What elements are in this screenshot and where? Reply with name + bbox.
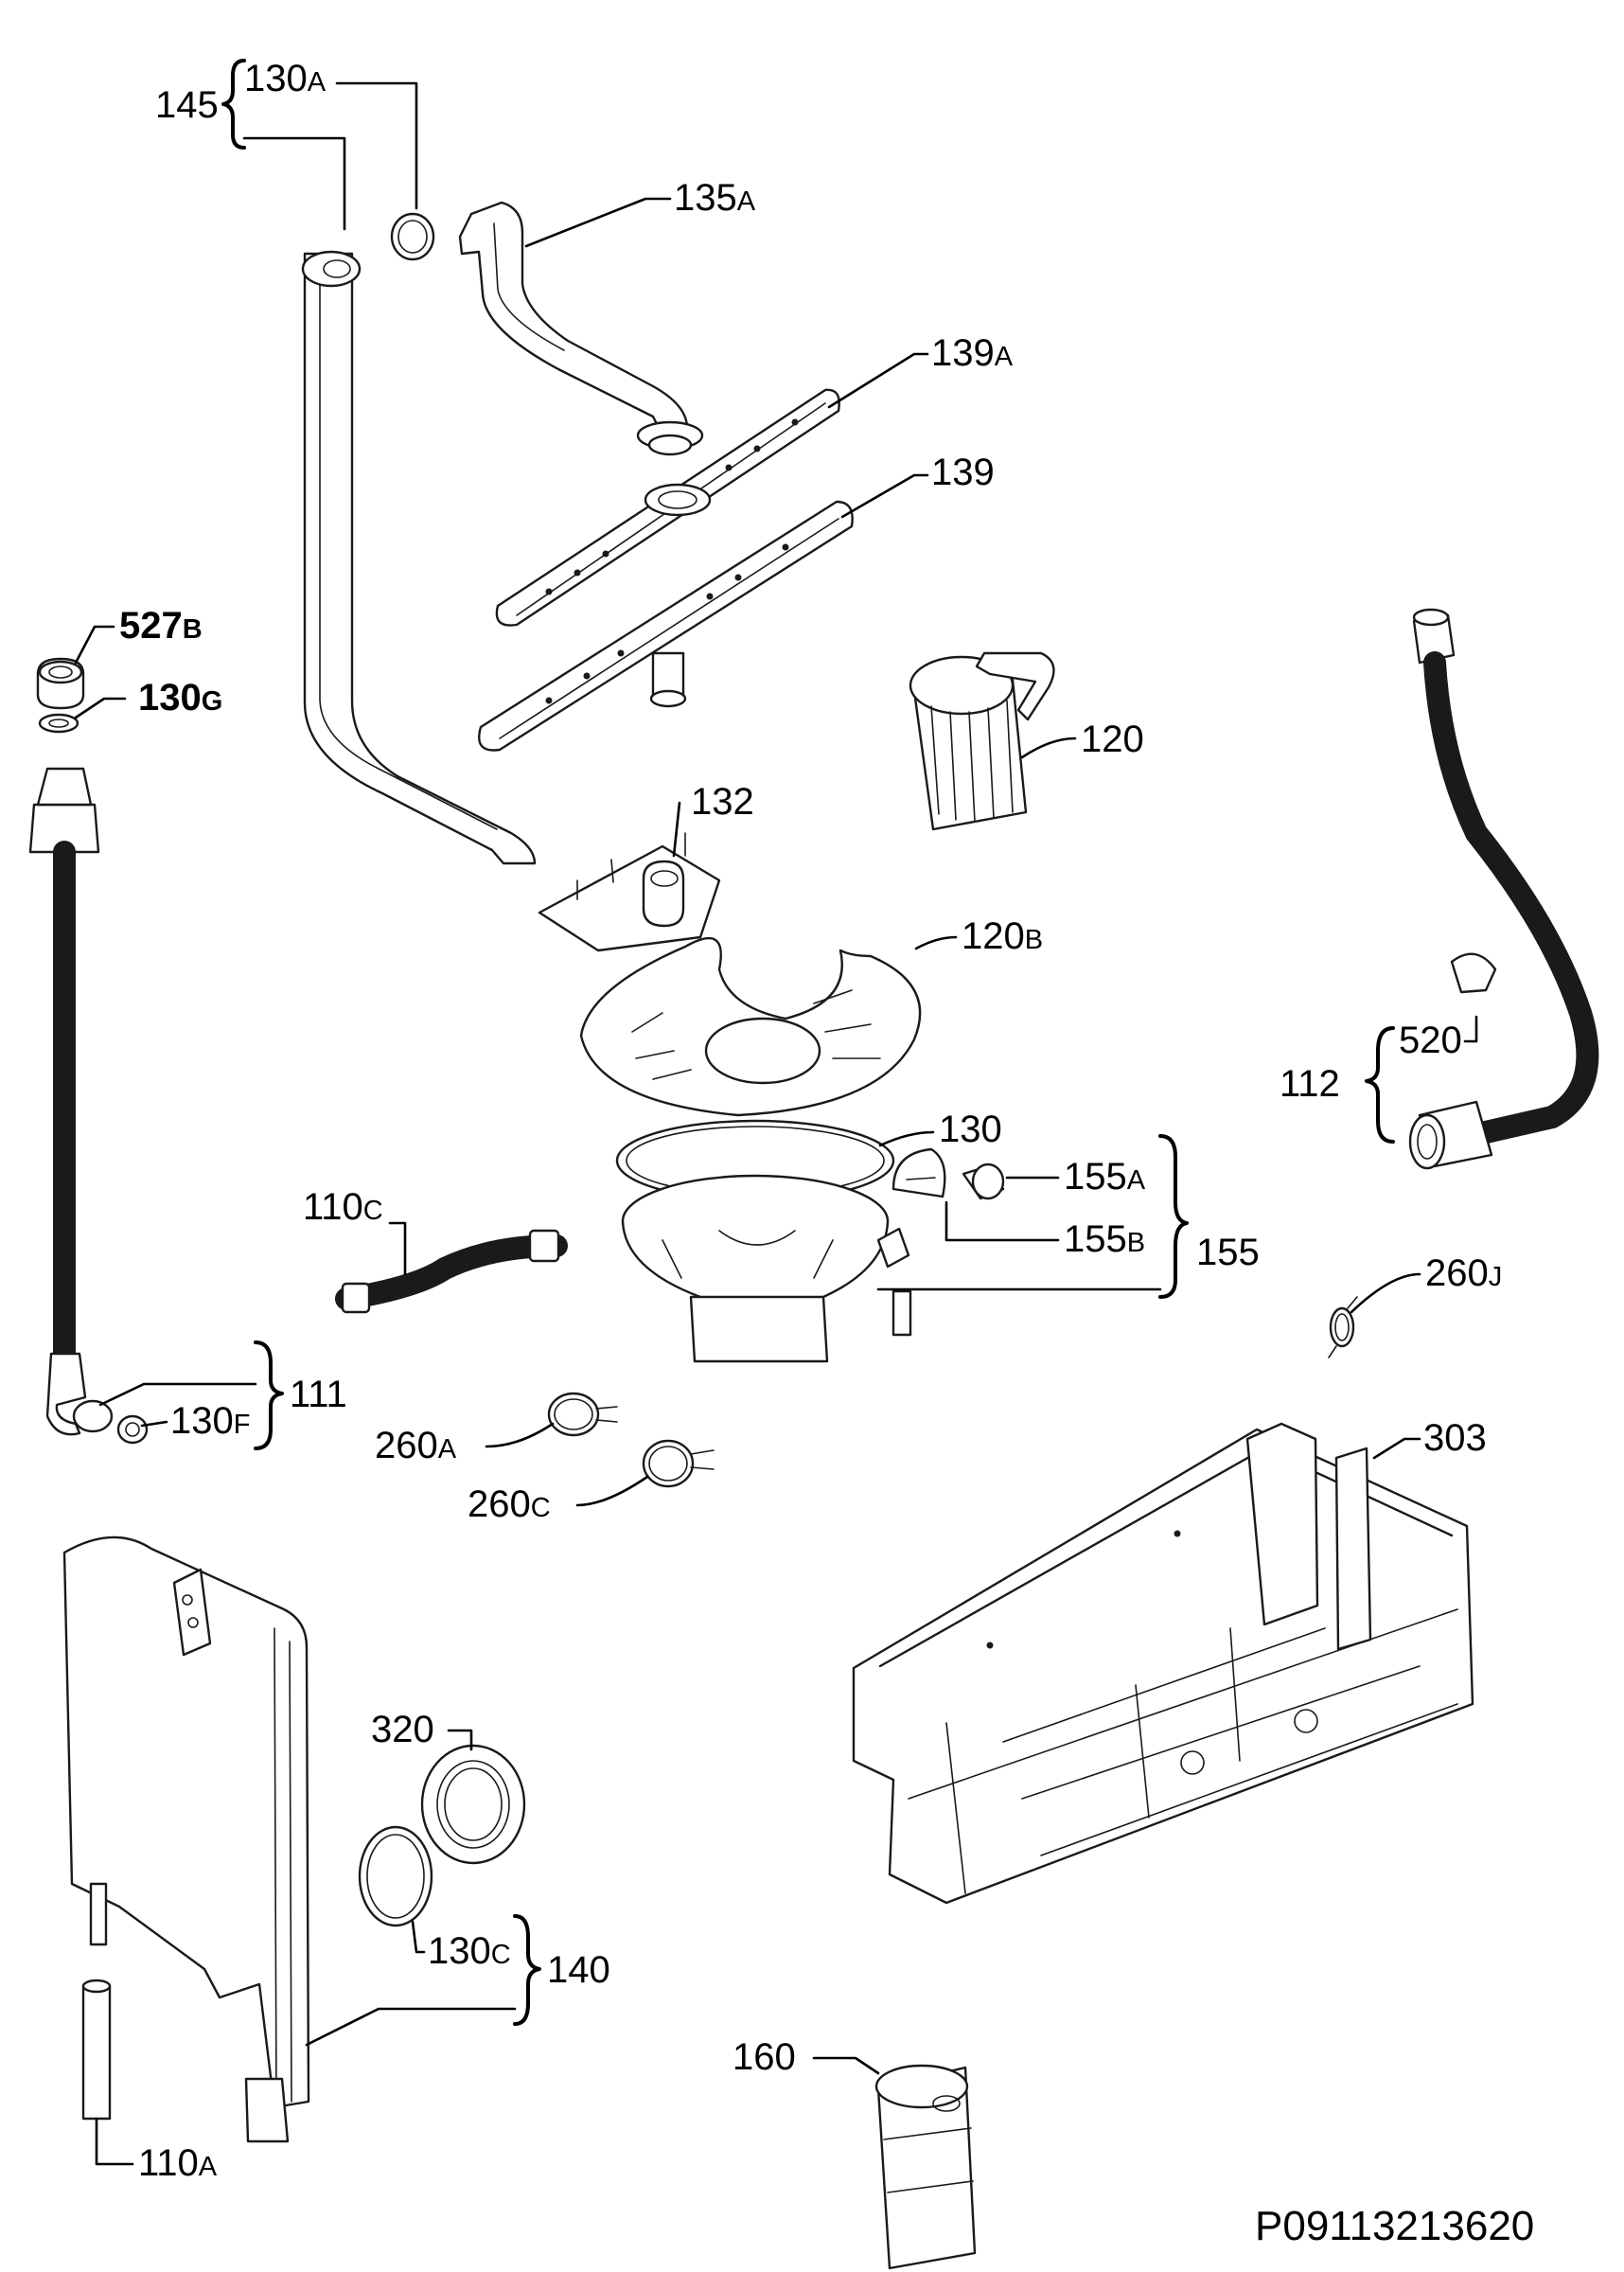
leader-135a (524, 197, 672, 248)
label-260a: 260A (375, 1425, 457, 1466)
label-120b: 120B (962, 915, 1043, 957)
label-160: 160 (733, 2036, 796, 2078)
brace-155 (1158, 1134, 1189, 1299)
leader-520 (1463, 1015, 1478, 1043)
leader-260j (1350, 1272, 1421, 1314)
leader-110a (95, 2117, 134, 2166)
valve-155a (962, 1163, 1005, 1200)
label-130a: 130A (244, 58, 327, 99)
filter-120 (909, 651, 1055, 831)
leader-140-panel (305, 2007, 517, 2047)
leader-145-pipe (242, 136, 346, 231)
label-120: 120 (1081, 719, 1144, 760)
washer-130g (38, 713, 79, 734)
leader-260c (575, 1475, 649, 1507)
leader-160 (812, 2056, 880, 2075)
leader-260a (485, 1422, 555, 1448)
ring-130c (358, 1825, 433, 1927)
label-132: 132 (691, 781, 754, 823)
leader-111-hose (98, 1382, 257, 1407)
clamp-260c (642, 1439, 715, 1488)
leader-130a (335, 81, 418, 210)
label-130c: 130C (428, 1930, 511, 1972)
label-260c: 260C (468, 1483, 551, 1525)
label-111: 111 (290, 1374, 347, 1415)
drain-hose-112 (1408, 608, 1599, 1170)
clamp-260a (547, 1392, 618, 1437)
o-ring-130a (390, 212, 435, 261)
pump-160 (874, 2064, 977, 2270)
cap-527b (36, 657, 85, 710)
leader-139 (840, 473, 929, 519)
leader-132 (672, 801, 681, 858)
label-130: 130 (939, 1109, 1002, 1150)
label-155a: 155A (1064, 1156, 1146, 1198)
leader-130g (74, 697, 127, 719)
leader-120b (914, 935, 958, 950)
flap-155b (891, 1147, 946, 1198)
label-110c: 110C (303, 1186, 383, 1228)
brace-145 (221, 59, 246, 150)
label-139: 139 (931, 452, 995, 493)
leader-110c (388, 1221, 407, 1276)
diagram-code: P09113213620 (1255, 2203, 1534, 2249)
label-145: 145 (155, 84, 219, 126)
label-112: 112 (1280, 1063, 1340, 1105)
spray-arm-139a (495, 388, 840, 627)
label-260j: 260J (1425, 1252, 1502, 1294)
label-110a: 110A (138, 2142, 218, 2184)
clamp-260j (1328, 1296, 1358, 1358)
feed-pipe-135a (458, 201, 704, 456)
label-130f: 130F (170, 1400, 250, 1442)
base-frame-303 (852, 1422, 1474, 1905)
leader-527b (74, 625, 115, 665)
leader-155b (944, 1200, 1060, 1242)
spray-arm-139 (478, 500, 854, 752)
label-155: 155 (1196, 1232, 1260, 1273)
leader-139a (827, 352, 929, 409)
side-panel-140 (62, 1535, 310, 2143)
leader-320 (447, 1729, 473, 1751)
gasket-320 (420, 1744, 526, 1865)
leader-303 (1372, 1437, 1421, 1460)
label-320: 320 (371, 1709, 434, 1750)
label-130g: 130G (138, 677, 222, 719)
spray-pipe-145 (301, 250, 537, 865)
label-520: 520 (1399, 1020, 1462, 1061)
leader-120 (1020, 737, 1077, 759)
leader-130 (878, 1130, 935, 1147)
brace-111 (254, 1340, 284, 1450)
leader-130c (411, 1920, 426, 1954)
label-155b: 155B (1064, 1218, 1145, 1260)
inlet-hose-111 (28, 767, 149, 1445)
label-527b: 527B (119, 605, 203, 647)
sensor-132 (538, 832, 721, 952)
filter-plate-120b (579, 937, 922, 1117)
tube-110a (81, 1979, 112, 2121)
brace-112 (1365, 1026, 1395, 1144)
label-139a: 139A (931, 332, 1014, 374)
label-135a: 135A (674, 177, 756, 219)
hose-110c (335, 1229, 568, 1314)
sump-155 (621, 1174, 912, 1363)
label-140: 140 (547, 1949, 610, 1991)
brace-140 (513, 1914, 541, 2026)
label-303: 303 (1423, 1417, 1487, 1459)
leader-130f (140, 1420, 168, 1428)
